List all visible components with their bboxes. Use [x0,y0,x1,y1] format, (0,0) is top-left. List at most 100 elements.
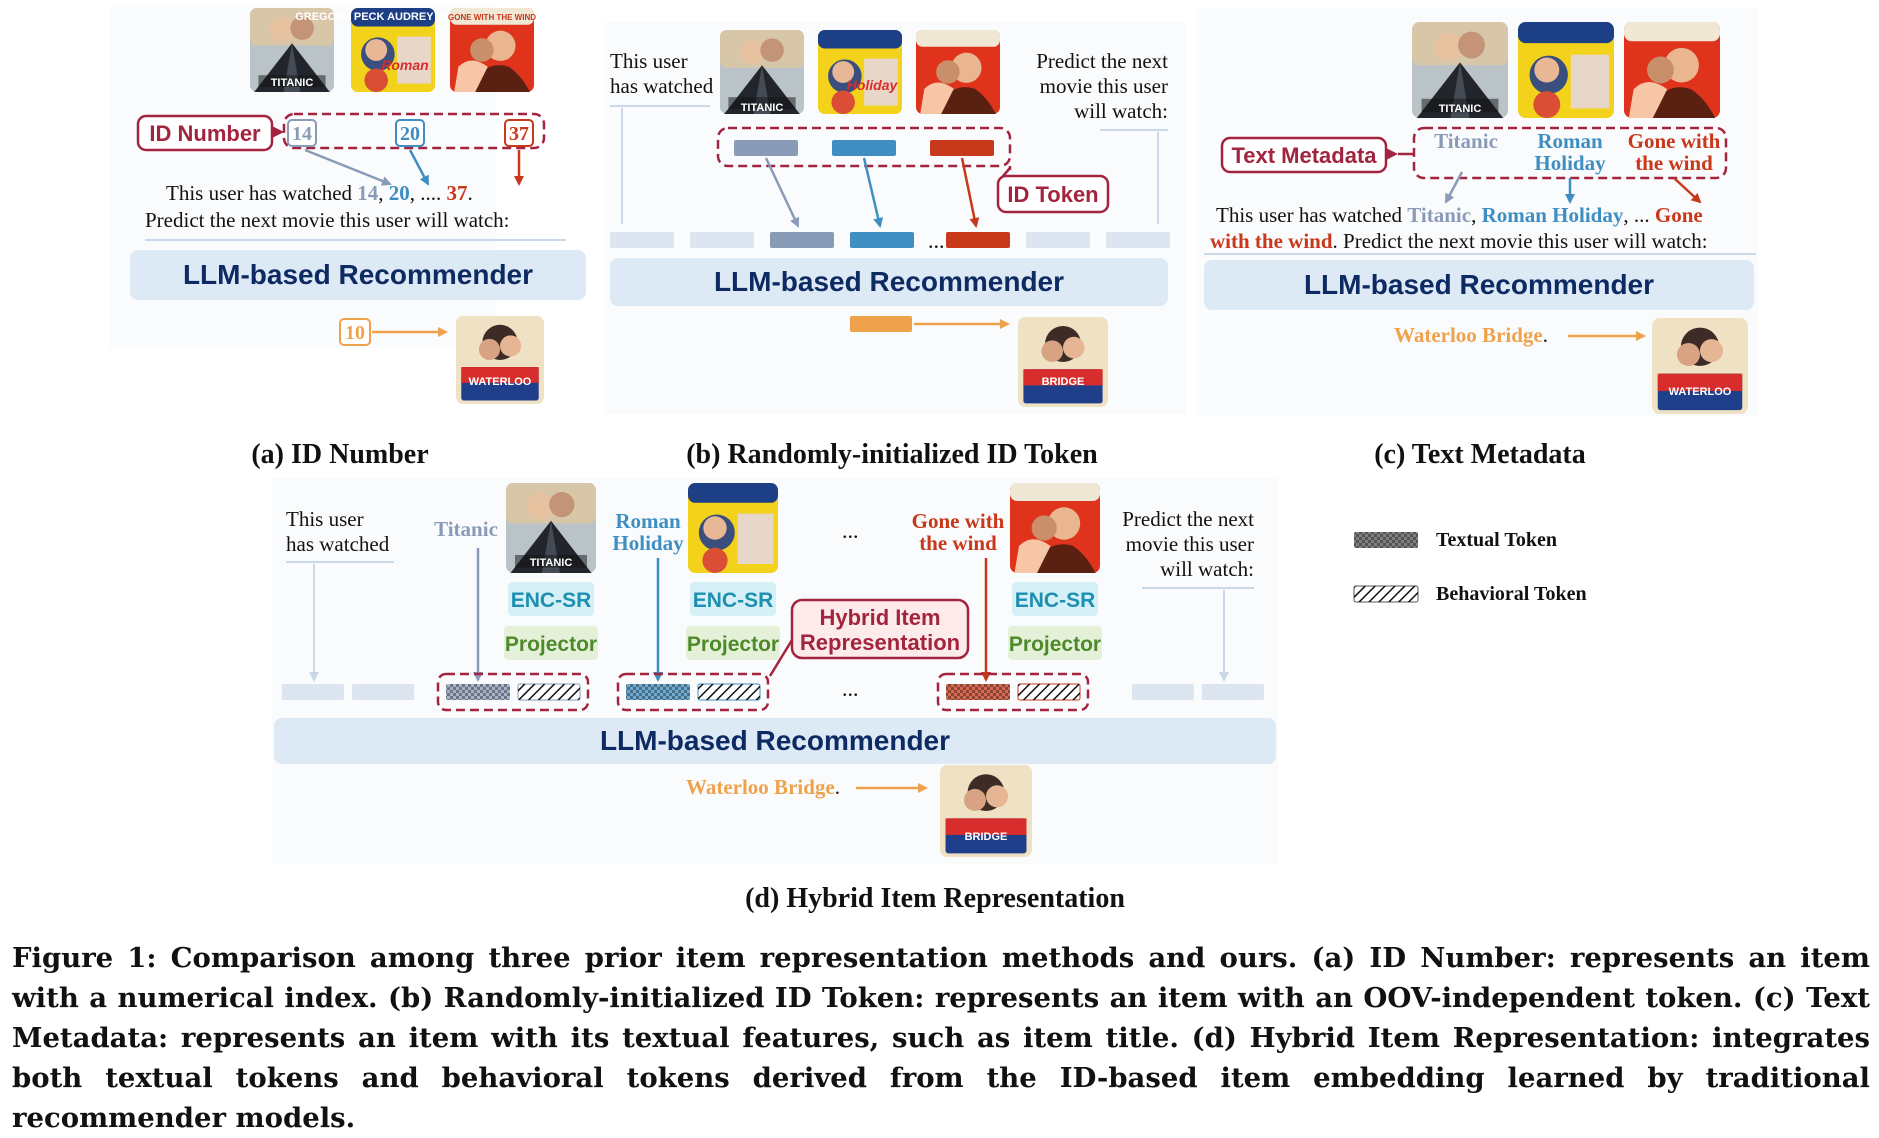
enc-sr-label-3: ENC-SR [1015,589,1096,612]
panel-d-title-gone-1: Gone with [912,509,1005,533]
id-group-box [282,112,546,150]
figure-diagram: TITANIC GREGORY PECK AUDREY HEPBURN Roma… [110,5,1758,914]
panel-c-title-titanic: Titanic [1434,129,1498,153]
panel-d-title-roman-2: Holiday [612,531,684,555]
panel-b-right-text-3: will watch: [1074,99,1168,123]
panel-c-title-gone-1: Gone with [1628,129,1721,153]
panel-d-left-text-2: has watched [286,532,390,556]
hybrid-tag-line2: Representation [800,630,960,655]
panel-a-caption: (a) ID Number [251,439,428,470]
panel-c-title-roman-1: Roman [1537,129,1603,153]
panel-d-output: Waterloo Bridge. [686,775,840,799]
svg-text:BRIDGE: BRIDGE [965,831,1008,843]
panel-b-left-text-2: has watched [610,74,714,98]
output-id-token [850,316,912,332]
legend-textual-label: Textual Token [1436,529,1557,551]
id-token-tag-label: ID Token [1007,182,1098,207]
panel-b-right-text-2: movie this user [1040,74,1168,98]
panel-c-prompt-line1: This user has watched Titanic, Roman Hol… [1216,203,1703,227]
panel-b-caption: (b) Randomly-initialized ID Token [686,439,1098,470]
hybrid-group-1 [436,672,590,712]
panel-d-title-gone-2: the wind [919,531,997,555]
hybrid-group-2 [616,672,770,712]
svg-text:GREGORY PECK AUDREY HEPBURN: GREGORY PECK AUDREY HEPBURN [295,11,491,23]
svg-text:Holiday: Holiday [847,77,899,93]
llm-recommender-b [610,258,1168,306]
hybrid-group-3 [936,672,1090,712]
panel-c: TITANIC Text Metadata Titanic Roman Holi… [1196,8,1758,470]
enc-sr-box-2 [690,582,776,616]
svg-text:TITANIC: TITANIC [530,557,573,569]
enc-sr-label-1: ENC-SR [511,589,592,612]
poster-gone-with-the-wind-b [916,30,1000,114]
llm-recommender-c-label: LLM-based Recommender [1304,269,1654,300]
projector-label-1: Projector [505,633,597,656]
enc-sr-box-3 [1012,582,1098,616]
poster-waterloo-bridge-b: BRIDGE [1018,317,1108,407]
poster-gone-with-the-wind-a: GONE WITH THE WIND [448,8,536,92]
panel-a-prompt-line1: This user has watched 14, 20, .... 37. [166,181,473,205]
hybrid-item-representation-tag [790,598,970,660]
llm-recommender-a [130,250,586,300]
projector-label-2: Projector [687,633,779,656]
poster-gone-with-the-wind-c [1624,22,1720,118]
panel-c-title-roman-2: Holiday [1534,151,1606,175]
panel-d-right-text-3: will watch: [1160,557,1254,581]
panel-d-ellipsis-bottom: ... [842,676,859,701]
panel-c-title-gone-2: the wind [1635,151,1713,175]
panel-c-output: Waterloo Bridge. [1394,323,1548,347]
svg-text:WATERLOO: WATERLOO [1669,386,1732,398]
panel-d-right-text-1: Predict the next [1122,507,1254,531]
poster-titanic-a: TITANIC [250,8,334,92]
panel-b: This user has watched TITANIC Holiday Pr… [604,22,1186,470]
llm-recommender-a-label: LLM-based Recommender [183,259,533,290]
projector-box-3 [1008,626,1102,660]
panel-d-title-roman-1: Roman [615,509,681,533]
svg-text:BRIDGE: BRIDGE [1042,376,1085,388]
id-number-37: 37 [509,123,529,145]
projector-label-3: Projector [1009,633,1101,656]
poster-roman-holiday-d [688,483,778,573]
poster-roman-holiday-b: Holiday [818,30,902,114]
hybrid-tag-line1: Hybrid Item [819,605,940,630]
panel-d: This user has watched Titanic TITANIC EN… [272,478,1278,914]
panel-d-caption: (d) Hybrid Item Representation [745,883,1125,914]
panel-d-left-text-1: This user [286,507,364,531]
poster-titanic-c: TITANIC [1412,22,1508,118]
poster-titanic-b: TITANIC [720,30,804,114]
panel-a: TITANIC GREGORY PECK AUDREY HEPBURN Roma… [110,5,586,470]
svg-text:GONE WITH THE WIND: GONE WITH THE WIND [448,13,536,22]
enc-sr-label-2: ENC-SR [693,589,774,612]
figure-caption: Figure 1: Comparison among three prior i… [12,942,1870,1134]
svg-text:TITANIC: TITANIC [271,77,314,89]
llm-recommender-b-label: LLM-based Recommender [714,266,1064,297]
panel-c-prompt-line2: with the wind. Predict the next movie th… [1210,229,1708,253]
enc-sr-box-1 [508,582,594,616]
id-token-tag [996,174,1110,214]
svg-text:WATERLOO: WATERLOO [469,376,532,388]
poster-waterloo-bridge-a: WATERLOO [456,316,544,404]
id-number-14: 14 [292,123,312,145]
text-metadata-tag-label: Text Metadata [1231,143,1377,168]
id-token-group-box [716,126,1012,168]
panel-d-ellipsis-top: ... [842,518,859,543]
legend: Textual Token Behavioral Token [1353,529,1587,605]
panel-d-title-titanic: Titanic [434,517,498,541]
poster-roman-holiday-a: GREGORY PECK AUDREY HEPBURN Roman [295,8,491,92]
panel-d-right-text-2: movie this user [1126,532,1254,556]
poster-waterloo-bridge-c: WATERLOO [1652,318,1748,414]
llm-recommender-d-label: LLM-based Recommender [600,725,950,756]
projector-box-2 [686,626,780,660]
panel-b-ellipsis: ... [928,228,945,253]
poster-waterloo-bridge-d: BRIDGE [940,765,1032,857]
poster-gone-with-the-wind-d [1010,483,1100,573]
svg-text:TITANIC: TITANIC [741,102,784,114]
panel-c-caption: (c) Text Metadata [1374,439,1586,470]
svg-text:Roman: Roman [381,57,428,73]
id-number-tag-label: ID Number [149,121,261,146]
llm-recommender-d [274,718,1276,764]
output-id-10: 10 [345,322,365,344]
poster-titanic-d: TITANIC [506,483,596,573]
id-number-20: 20 [400,123,420,145]
panel-b-left-text-1: This user [610,49,688,73]
